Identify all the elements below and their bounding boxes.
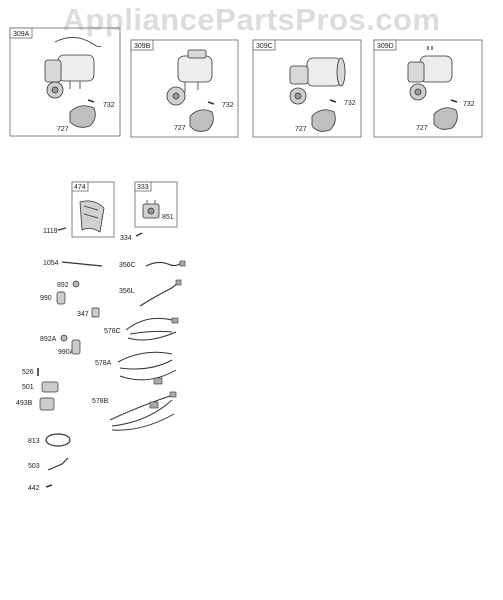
svg-text:578A: 578A <box>95 360 112 367</box>
screw-icon <box>57 227 67 231</box>
part-442[interactable]: 442 <box>28 484 53 492</box>
part-813[interactable]: 813 <box>28 433 71 447</box>
screw-illustration <box>207 101 215 105</box>
starter-motor-illustration <box>166 49 213 106</box>
part-526[interactable]: 526 <box>22 368 39 376</box>
starter-motor-illustration <box>289 57 346 105</box>
part-1054[interactable]: 1054 <box>43 260 103 267</box>
cover-illustration <box>189 109 214 132</box>
screw-illustration <box>329 99 337 103</box>
part-892a[interactable]: 892A <box>40 334 68 343</box>
part-578a[interactable]: 578A <box>95 351 177 385</box>
part-356l[interactable]: 356L <box>119 279 182 307</box>
svg-text:347: 347 <box>77 311 89 318</box>
part-356c[interactable]: 356C <box>119 260 186 269</box>
box-label-309c: 309C <box>256 43 273 50</box>
svg-text:442: 442 <box>28 485 40 492</box>
cover-illustration <box>433 107 458 130</box>
part-990[interactable]: 990 <box>40 291 66 305</box>
starter-motor-illustration <box>44 37 102 99</box>
box-label-474: 474 <box>74 184 86 191</box>
part-label: 727 <box>416 125 428 132</box>
box-label-309b: 309B <box>134 43 151 50</box>
svg-text:578B: 578B <box>92 398 109 405</box>
part-892[interactable]: 892 <box>57 280 80 289</box>
starter-box-309a[interactable]: 309A 732 727 <box>9 27 121 137</box>
svg-text:493B: 493B <box>16 400 33 407</box>
screw-icon <box>135 232 143 237</box>
part-347[interactable]: 347 <box>77 307 100 318</box>
svg-text:990A: 990A <box>58 349 75 356</box>
starter-box-309b[interactable]: 309B 732 727 <box>130 39 239 138</box>
screw-illustration <box>450 99 458 103</box>
rectifier-illustration <box>79 200 105 233</box>
part-990a[interactable]: 990A <box>58 339 81 356</box>
svg-text:356C: 356C <box>119 262 136 269</box>
starter-motor-illustration <box>407 46 453 101</box>
svg-text:990: 990 <box>40 295 52 302</box>
part-label: 851 <box>162 214 174 221</box>
part-578b[interactable]: 578B <box>92 391 177 431</box>
starter-box-309c[interactable]: 309C 732 727 <box>252 39 362 138</box>
part-label: 1119 <box>43 228 58 235</box>
solenoid-illustration <box>142 200 160 219</box>
svg-text:356L: 356L <box>119 288 135 295</box>
cover-illustration <box>69 105 96 128</box>
svg-text:1054: 1054 <box>43 260 59 267</box>
svg-text:892A: 892A <box>40 336 57 343</box>
svg-text:578C: 578C <box>104 328 121 335</box>
part-label: 727 <box>57 126 69 133</box>
part-501[interactable]: 501 <box>22 381 59 393</box>
part-label: 727 <box>174 125 186 132</box>
watermark: AppliancePartsPros.com <box>62 2 441 37</box>
starter-box-309d[interactable]: 309D 732 727 <box>373 39 483 138</box>
box-label-309a: 309A <box>13 31 30 38</box>
kit-box-474[interactable]: 474 <box>71 181 115 238</box>
box-label-309d: 309D <box>377 43 394 50</box>
part-label: 732 <box>344 100 356 107</box>
svg-text:501: 501 <box>22 384 34 391</box>
cover-illustration <box>311 109 336 132</box>
part-493b[interactable]: 493B <box>16 397 55 411</box>
part-label: 732 <box>463 101 475 108</box>
kit-box-333[interactable]: 333 851 <box>134 181 178 228</box>
svg-text:892: 892 <box>57 282 69 289</box>
part-label: 334 <box>120 235 132 242</box>
svg-text:526: 526 <box>22 369 34 376</box>
screw-illustration <box>87 99 95 103</box>
part-label: 727 <box>295 126 307 133</box>
box-label-333: 333 <box>137 184 149 191</box>
part-578c[interactable]: 578C <box>104 317 179 341</box>
svg-text:813: 813 <box>28 438 40 445</box>
part-label: 732 <box>222 102 234 109</box>
part-503[interactable]: 503 <box>28 457 69 471</box>
part-label: 732 <box>103 102 115 109</box>
svg-text:503: 503 <box>28 463 40 470</box>
